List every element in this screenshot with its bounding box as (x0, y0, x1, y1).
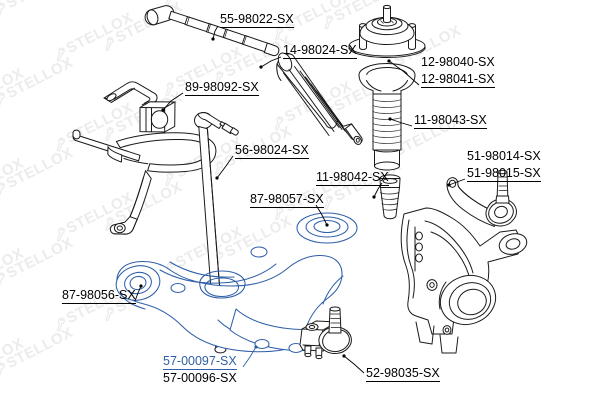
part-stabilizer-bushing-bracket (103, 81, 176, 133)
part-label-front-lower-control-arm-right[interactable]: 57-00096-SX (163, 371, 237, 385)
part-lower-ball-joint (299, 306, 352, 360)
part-label-steering-rack-boot[interactable]: 14-98024-SX (283, 43, 357, 59)
part-label-stabilizer-bar-bushing[interactable]: 89-98092-SX (185, 80, 259, 96)
part-inner-tie-rod (144, 5, 280, 57)
part-label-front-lower-control-arm-left[interactable]: 57-00097-SX (163, 354, 237, 370)
leader-lines (134, 25, 466, 374)
part-outer-tie-rod-end (446, 169, 517, 227)
part-control-arm-rear-bushing (296, 212, 358, 244)
part-label-control-arm-front-bushing[interactable]: 87-98056-SX (62, 288, 136, 304)
part-label-bump-stop[interactable]: 11-98042-SX (316, 170, 389, 186)
part-dust-boot (358, 63, 416, 171)
part-label-shock-absorber-dust-boot[interactable]: 11-98043-SX (414, 113, 487, 129)
part-label-lower-ball-joint[interactable]: 52-98035-SX (366, 366, 440, 382)
part-strut-mount (348, 4, 426, 58)
part-steering-rack-boot (276, 52, 363, 145)
part-label-control-arm-rear-bushing[interactable]: 87-98057-SX (250, 192, 324, 208)
part-stabilizer-bar (72, 129, 217, 235)
part-label-strut-mount-bearing[interactable]: 12-98041-SX (421, 72, 495, 88)
part-label-outer-tie-rod-end-left[interactable]: 51-98014-SX (467, 149, 541, 163)
part-label-inner-tie-rod-axial-joint[interactable]: 55-98022-SX (220, 12, 294, 28)
part-label-strut-mount-upper[interactable]: 12-98040-SX (421, 55, 495, 69)
part-steering-knuckle (400, 207, 528, 354)
part-label-outer-tie-rod-end-right[interactable]: 51-98015-SX (467, 166, 541, 182)
part-label-stabilizer-link[interactable]: 56-98024-SX (235, 143, 309, 159)
